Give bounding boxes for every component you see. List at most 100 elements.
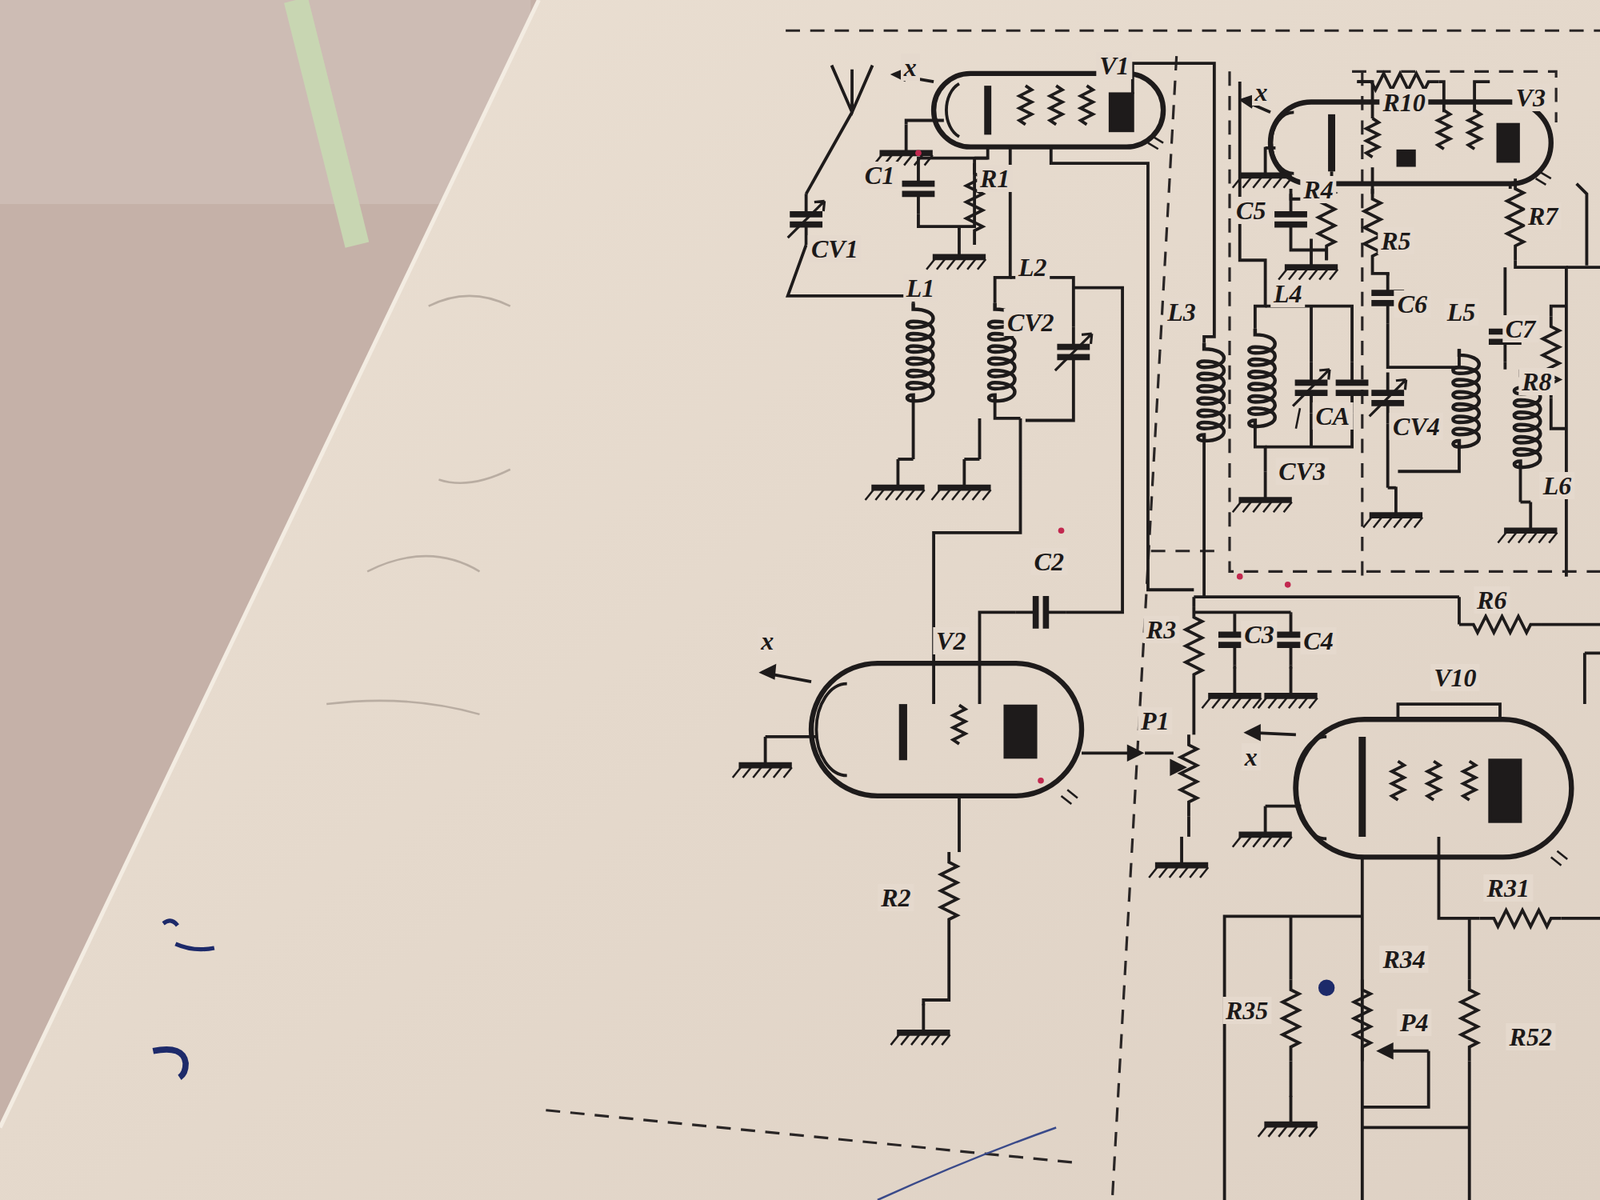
circuit-wiring	[1551, 851, 1568, 866]
circuit-wiring	[1291, 244, 1328, 260]
circuit-wiring	[1187, 816, 1191, 837]
circuit-wiring	[1366, 118, 1379, 157]
circuit-wiring	[1265, 804, 1302, 808]
circuit-wiring	[806, 112, 852, 194]
dashed-frame	[545, 30, 1600, 1200]
part-label: C1	[861, 161, 898, 189]
circuit-wiring	[1388, 486, 1396, 490]
circuit-wiring	[1507, 178, 1524, 260]
part-label: L2	[1015, 253, 1051, 281]
circuit-wiring	[1362, 1051, 1429, 1108]
dashed-frame	[1229, 71, 1600, 572]
part-label: CA	[1312, 402, 1353, 430]
circuit-wiring	[1427, 761, 1440, 800]
circuit-wiring	[1132, 63, 1215, 343]
circuit-wiring	[1437, 110, 1450, 149]
circuit-wiring	[1372, 270, 1388, 276]
circuit-wiring	[816, 684, 847, 776]
part-label: P1	[1137, 707, 1173, 735]
circuit-wiring	[1459, 616, 1541, 632]
part-label: R6	[1473, 586, 1510, 614]
part-label: V2	[932, 627, 969, 655]
circuit-wiring	[1468, 918, 1472, 980]
part-label: R34	[1379, 945, 1428, 973]
circuit-wiring	[1584, 652, 1600, 704]
part-label: CV3	[1275, 457, 1329, 485]
part-label: L1	[903, 274, 939, 302]
circuit-wiring	[732, 736, 792, 778]
circuit-wiring	[933, 665, 980, 704]
circuit-wiring	[1015, 596, 1067, 629]
circuit-wiring	[1497, 502, 1557, 544]
circuit-wiring	[1202, 667, 1262, 708]
circuit-wiring	[1508, 184, 1512, 189]
circuit-wiring	[1392, 761, 1404, 800]
part-label: C2	[1031, 548, 1068, 576]
part-label: R31	[1484, 874, 1533, 902]
circuit-wiring	[933, 418, 1020, 666]
circuit-wiring	[1397, 151, 1414, 166]
circuit-wiring	[1148, 136, 1164, 149]
circuit-wiring	[1536, 172, 1552, 185]
ink-marks	[1236, 573, 1244, 580]
part-label: CV1	[808, 235, 862, 263]
circuit-wiring	[1193, 595, 1460, 599]
part-label: C6	[1394, 290, 1431, 318]
circuit-wiring	[1397, 447, 1460, 472]
circuit-wiring	[1520, 500, 1532, 504]
part-label: R52	[1506, 1023, 1556, 1051]
ink-marks	[1318, 979, 1335, 996]
circuit-wiring	[1489, 760, 1520, 822]
circuit-wiring	[1356, 73, 1439, 90]
dashed-frame	[1151, 549, 1225, 552]
circuit-wiring	[1055, 326, 1092, 378]
circuit-wiring	[732, 63, 1600, 1200]
circuit-wiring	[984, 85, 992, 135]
circuit-wiring	[1289, 612, 1293, 615]
circuit-wiring	[832, 65, 873, 113]
circuit-wiring	[1144, 751, 1174, 755]
dashed-frame	[545, 1110, 1082, 1164]
circuit-wiring	[1197, 343, 1224, 441]
part-label: R3	[1143, 616, 1180, 644]
ink-marks	[152, 1049, 186, 1078]
circuit-wiring	[1258, 667, 1318, 708]
circuit-wiring	[1363, 486, 1423, 528]
photo-background	[0, 0, 539, 1128]
circuit-wiring	[907, 303, 934, 401]
ink-marks	[1284, 581, 1292, 588]
circuit-wiring	[1185, 607, 1202, 689]
circuit-wiring	[1148, 836, 1208, 878]
circuit-wiring	[933, 73, 1164, 148]
circuit-wiring	[1061, 789, 1078, 804]
circuit-wiring	[1503, 362, 1507, 370]
circuit-wiring	[1497, 124, 1519, 162]
circuit-wiring	[1397, 704, 1500, 720]
dashed-frame	[785, 29, 1600, 32]
circuit-wiring	[1247, 726, 1260, 739]
circuit-wiring	[1258, 1096, 1318, 1137]
part-label: R1	[976, 164, 1013, 192]
circuit-wiring	[1248, 328, 1276, 427]
ink-marks	[915, 150, 922, 157]
circuit-wiring	[946, 84, 960, 137]
circuit-wiring	[926, 228, 986, 270]
part-label: R8	[1518, 368, 1555, 396]
circuit-wiring	[1025, 377, 1074, 421]
part-label: P4	[1396, 1008, 1432, 1036]
circuit-wiring	[1362, 1061, 1470, 1200]
circuit-wiring	[1519, 467, 1523, 502]
circuit-wiring	[1019, 85, 1032, 124]
circuit-wiring	[1386, 423, 1390, 488]
part-label: R7	[1524, 202, 1561, 230]
photo-background	[0, 0, 531, 204]
part-label: R4	[1300, 176, 1336, 204]
circuit-wiring	[1050, 85, 1063, 124]
circuit-wiring	[1081, 751, 1135, 755]
circuit-wiring	[1358, 736, 1366, 837]
part-label: V10	[1430, 664, 1480, 692]
part-label: CV4	[1389, 412, 1444, 440]
circuit-wiring	[1388, 323, 1460, 368]
